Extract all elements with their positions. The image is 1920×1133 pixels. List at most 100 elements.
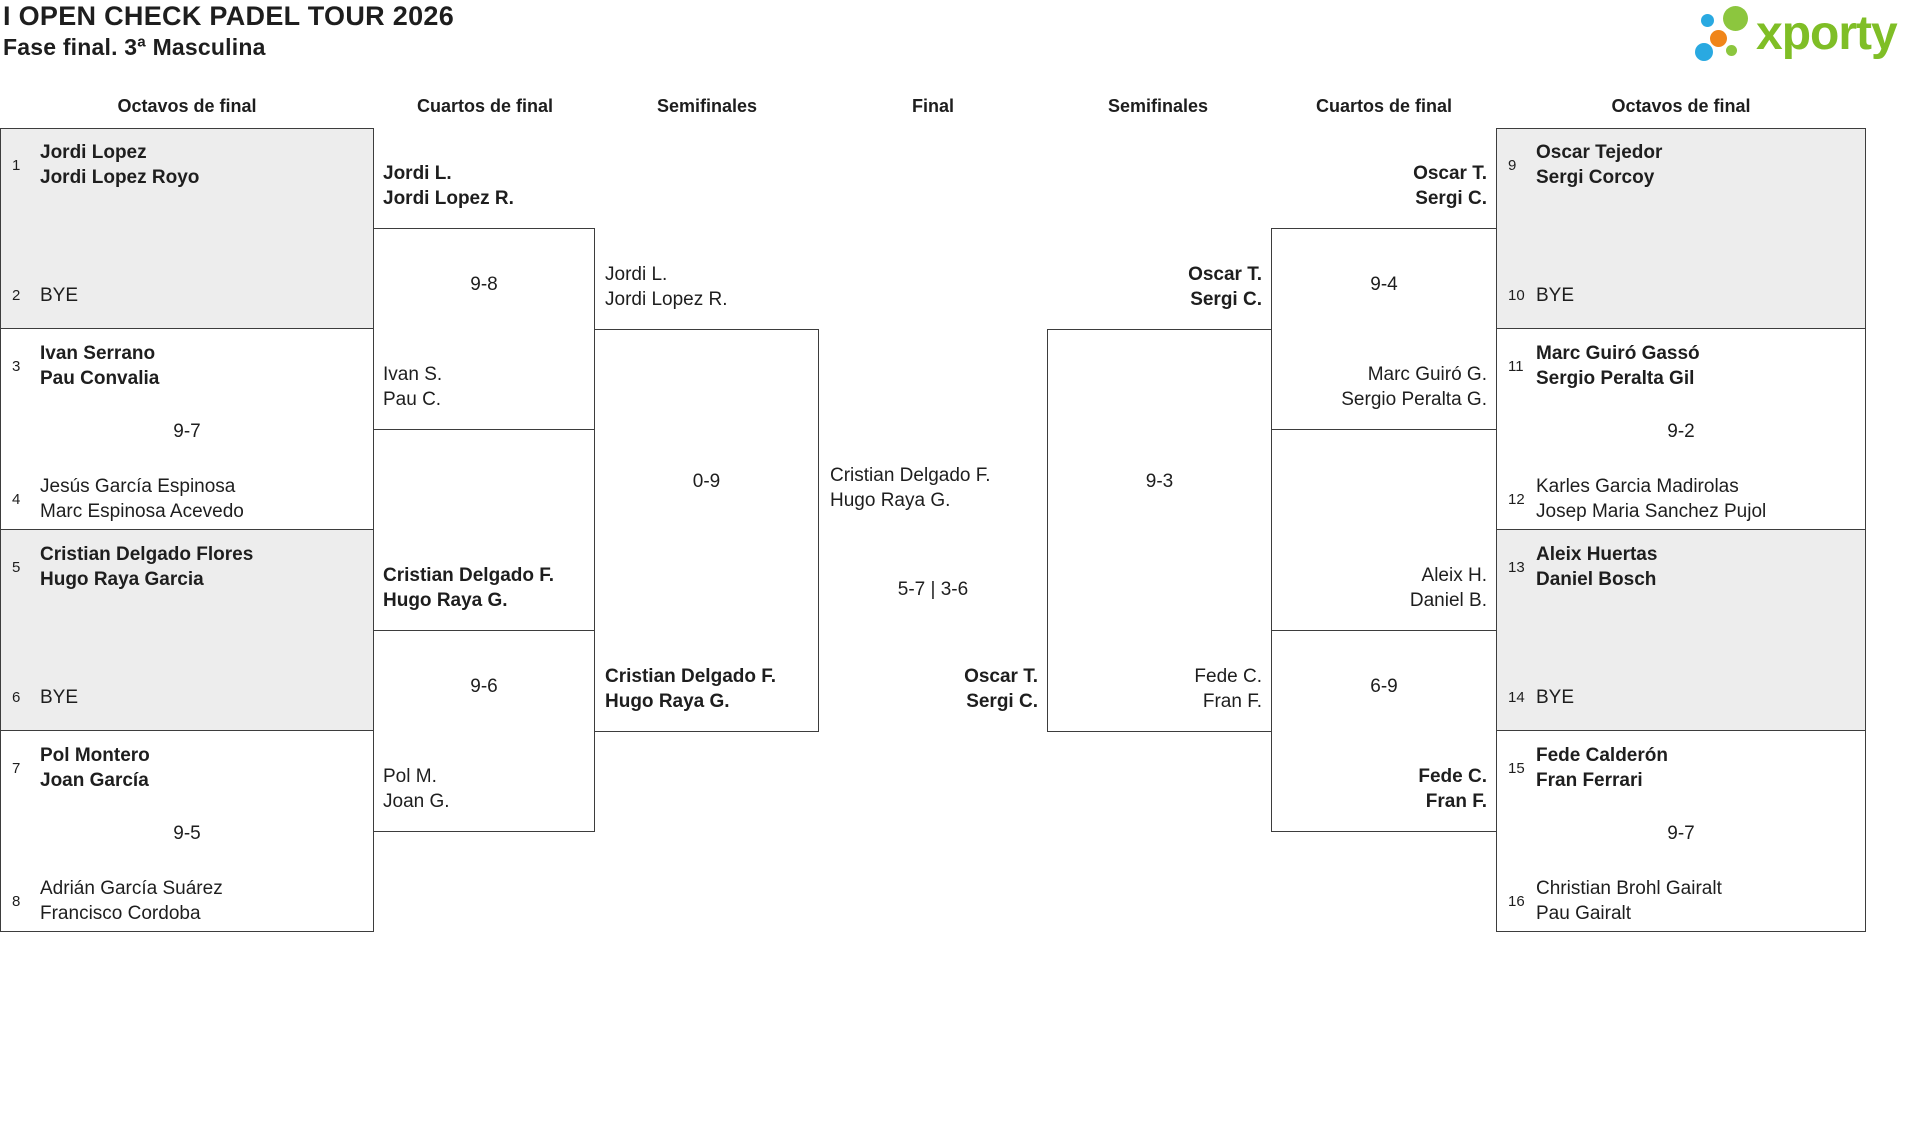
seed-number: 1 [12,156,21,174]
match-score: 9-7 [173,421,201,442]
player-name: Jordi L. [383,163,452,184]
player-name: Sergio Peralta G. [1341,389,1487,410]
bye-label: BYE [1536,687,1575,708]
match-box-r16-l4 [0,730,374,932]
player-name: Christian Brohl Gairalt [1536,878,1722,899]
player-name: Fede C. [1418,766,1487,787]
player-name: Cristian Delgado F. [830,465,991,486]
match-score: 9-4 [1370,274,1398,295]
team-label-final-winner: Oscar T.Sergi C. [964,664,1038,714]
player-name: Pol M. [383,766,437,787]
team-label-final-left: Cristian Delgado F. Hugo Raya G. [830,463,991,513]
match-score: 0-9 [692,471,721,492]
team-label-qf-r2-bottom: Fede C.Fran F. [1418,764,1487,814]
seed-number: 5 [12,558,21,576]
logo-dot-blue-bottom-icon [1695,43,1713,61]
player-name: Hugo Raya G. [830,490,951,511]
player-name: Daniel B. [1409,590,1487,611]
player-name: Oscar Tejedor [1536,142,1663,163]
round-header-semis-left: Semifinales [656,96,758,116]
seed-number: 3 [12,357,21,375]
match-box-sf-l [594,329,819,732]
player-name: Marc Guiró Gassó [1536,343,1700,364]
round-header-cuartos-right: Cuartos de final [1315,96,1453,116]
team-entry-seed14-bye: 14 BYE [1508,685,1574,710]
player-name: Sergio Peralta Gil [1536,368,1695,389]
player-name: Ivan S. [383,364,443,385]
player-name: Joan García [40,770,149,791]
match-score: 9-7 [1667,823,1695,844]
team-label-qf-r1-bottom: Marc Guiró G. Sergio Peralta G. [1341,362,1487,412]
tournament-title: I OPEN CHECK PADEL TOUR 2026 [3,1,455,31]
seed-number: 11 [1508,357,1524,375]
logo-dot-orange-icon [1710,30,1727,47]
logo-dot-green-small-icon [1726,45,1737,56]
player-name: Ivan Serrano [40,343,156,364]
player-name: Cristian Delgado Flores [40,544,254,565]
team-label-qf-r1-top: Oscar T. Sergi C. [1413,161,1487,211]
player-name: Fran Ferrari [1536,770,1643,791]
match-score: 9-6 [470,676,498,697]
team-entry-seed6-bye: 6 BYE [12,685,78,710]
seed-number: 13 [1508,558,1525,576]
player-name: Jordi L. [605,264,668,285]
match-score: 9-2 [1667,421,1695,442]
bye-label: BYE [40,285,79,306]
player-name: Joan G. [383,791,450,812]
player-name: Oscar T. [1413,163,1487,184]
team-label-sf-r-bottom: Fede C. Fran F. [1194,664,1262,714]
team-label-sf-l-bottom: Cristian Delgado F.Hugo Raya G. [605,664,776,714]
team-label-qf-r2-top: Aleix H.Daniel B. [1410,563,1487,613]
match-box-sf-r [1047,329,1272,732]
player-name: Oscar T. [964,666,1038,687]
player-name: Jordi Lopez Royo [40,167,200,188]
phase-subtitle: Fase final. 3ª Masculina [3,34,266,60]
match-box-r16-r1 [1496,128,1866,329]
logo-wordmark: xporty [1756,7,1898,60]
match-score: 9-3 [1145,471,1174,492]
seed-number: 8 [12,892,21,910]
match-score: 9-5 [173,823,201,844]
player-name: Oscar T. [1188,264,1262,285]
team-entry-seed2-bye: 2 BYE [12,283,78,308]
player-name: Fede Calderón [1536,745,1668,766]
player-name: Jordi Lopez R. [383,188,514,209]
seed-number: 14 [1508,689,1525,706]
match-score: 9-8 [470,274,498,295]
seed-number: 10 [1508,287,1525,304]
player-name: Sergi C. [1415,188,1487,209]
match-box-r16-r2 [1496,328,1866,530]
player-name: Marc Espinosa Acevedo [40,501,244,522]
round-header-final: Final [911,96,954,116]
round-header-semis-right: Semifinales [1107,96,1209,116]
team-label-qf-l1-top: Jordi L. Jordi Lopez R. [383,161,514,211]
player-name: Pau Gairalt [1536,903,1632,924]
player-name: Fran F. [1202,691,1262,712]
match-box-r16-r4 [1496,730,1866,932]
player-name: Jordi Lopez R. [605,289,728,310]
seed-number: 9 [1508,156,1517,174]
team-entry-seed10-bye: 10 BYE [1508,283,1574,308]
seed-number: 4 [12,490,21,508]
player-name: Fede C. [1194,666,1262,687]
player-name: Daniel Bosch [1536,569,1657,590]
match-box-r16-r3 [1496,529,1866,731]
player-name: Cristian Delgado F. [605,666,777,687]
player-name: Marc Guiró G. [1367,364,1487,385]
player-name: Karles Garcia Madirolas [1536,476,1739,497]
team-label-qf-l2-top: Cristian Delgado F.Hugo Raya G. [383,563,554,613]
bye-label: BYE [40,687,79,708]
seed-number: 15 [1508,759,1525,777]
team-label-sf-r-top: Oscar T.Sergi C. [1188,262,1262,312]
player-name: Aleix Huertas [1536,544,1658,565]
